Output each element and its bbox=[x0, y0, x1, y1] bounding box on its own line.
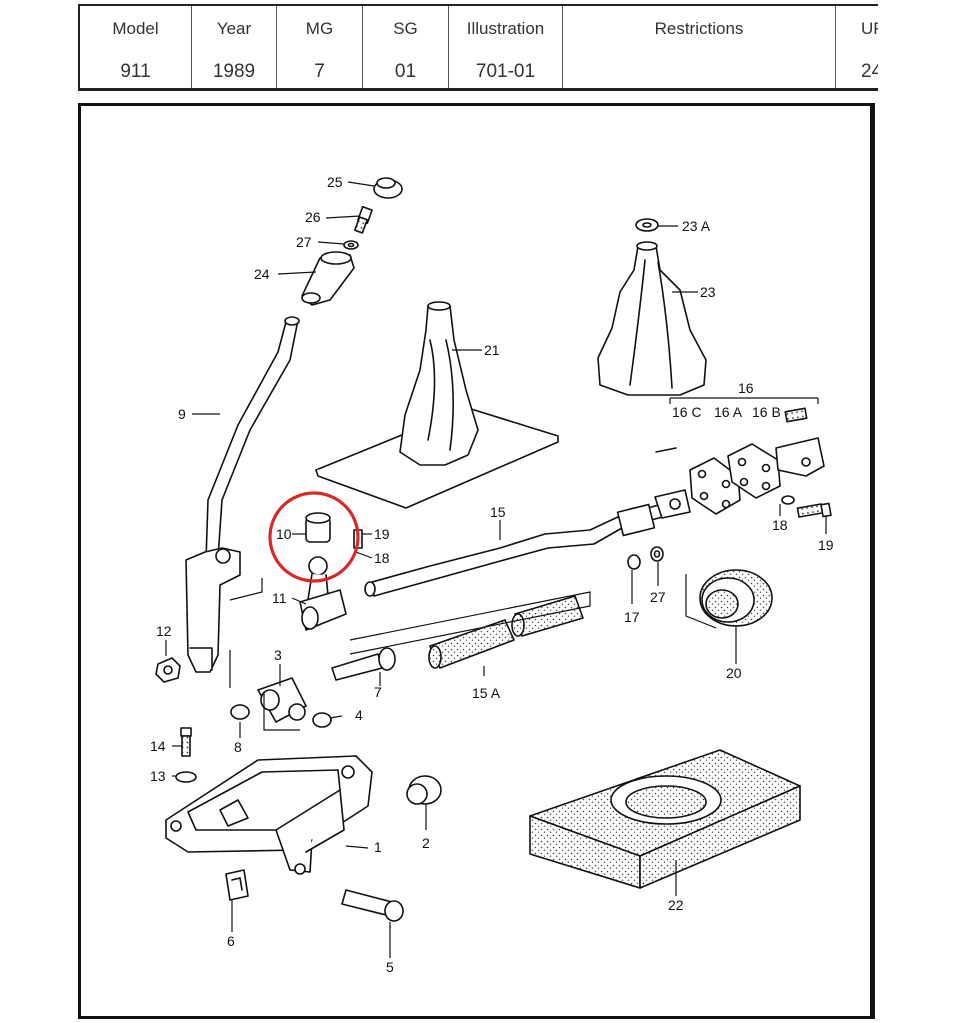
column-mg: MG 7 bbox=[277, 6, 363, 88]
callout-13: 13 bbox=[150, 768, 166, 784]
rod-sleeves bbox=[428, 595, 584, 669]
column-model: Model 911 bbox=[80, 6, 192, 88]
column-header: Year bbox=[216, 19, 252, 38]
pivot-bolt bbox=[331, 647, 396, 681]
shift-boot-with-mat bbox=[315, 301, 559, 509]
callout-15a: 15 A bbox=[472, 685, 501, 701]
callout-26: 26 bbox=[305, 209, 321, 225]
shift-rod bbox=[364, 489, 691, 597]
pin-5 bbox=[341, 889, 404, 922]
rubber-bellows bbox=[699, 569, 773, 627]
column-value: 911 bbox=[120, 61, 151, 82]
column-header: UP bbox=[861, 19, 878, 38]
callout-16a: 16 A bbox=[714, 404, 743, 420]
callout-27: 27 bbox=[296, 234, 312, 250]
callout-labels: 1 2 3 4 5 6 7 8 9 10 11 12 15 15 A 16 16… bbox=[150, 174, 834, 975]
callout-1: 1 bbox=[374, 839, 382, 855]
column-header: MG bbox=[305, 19, 334, 38]
shift-lever-rod bbox=[205, 316, 300, 561]
pivot-bushing bbox=[257, 677, 307, 723]
callout-22: 22 bbox=[668, 897, 684, 913]
knob-screw bbox=[354, 205, 373, 234]
leader-lines bbox=[165, 181, 827, 958]
lever-bracket bbox=[185, 547, 241, 673]
callout-14: 14 bbox=[150, 738, 166, 754]
callout-18-upper: 18 bbox=[374, 550, 390, 566]
column-value: 01 bbox=[394, 61, 417, 82]
coupling-assembly bbox=[655, 407, 825, 515]
knob-cap bbox=[373, 177, 403, 199]
callout-7: 7 bbox=[374, 684, 382, 700]
highlight-circle bbox=[268, 491, 360, 583]
column-value: 1989 bbox=[212, 61, 256, 82]
bolt-19 bbox=[796, 502, 832, 518]
callout-11: 11 bbox=[272, 590, 287, 606]
callout-16c: 16 C bbox=[672, 404, 702, 420]
column-sg: SG 01 bbox=[363, 6, 449, 88]
shift-housing bbox=[165, 755, 373, 875]
callout-17: 17 bbox=[624, 609, 640, 625]
nut-12 bbox=[155, 657, 181, 683]
column-restrictions: Restrictions bbox=[563, 6, 836, 88]
callout-24: 24 bbox=[254, 266, 270, 282]
o-ring-4 bbox=[312, 712, 332, 728]
washer-27 bbox=[650, 546, 664, 562]
lever-ball-joint bbox=[299, 556, 347, 631]
diagram-frame bbox=[78, 103, 875, 1019]
column-header: Model bbox=[112, 19, 159, 38]
washer-18 bbox=[781, 495, 795, 505]
callout-20: 20 bbox=[726, 665, 742, 681]
bushing-10 bbox=[305, 512, 331, 543]
callout-6: 6 bbox=[227, 933, 235, 949]
bolt-14 bbox=[180, 727, 192, 757]
callout-2: 2 bbox=[422, 835, 430, 851]
callout-8: 8 bbox=[234, 739, 242, 755]
callout-4: 4 bbox=[355, 707, 363, 723]
callout-10: 10 bbox=[276, 526, 292, 542]
washer-13 bbox=[175, 771, 197, 783]
callout-21: 21 bbox=[484, 342, 500, 358]
shift-knob bbox=[301, 251, 355, 306]
callout-19-upper: 19 bbox=[374, 526, 390, 542]
column-illustration: Illustration 701-01 bbox=[449, 6, 563, 88]
column-header: Restrictions bbox=[654, 19, 744, 38]
column-value: 24 bbox=[861, 61, 878, 82]
callout-16b: 16 B bbox=[752, 404, 781, 420]
foam-block bbox=[529, 749, 801, 889]
column-year: Year 1989 bbox=[192, 6, 277, 88]
boot-washer bbox=[635, 218, 659, 232]
column-value: 7 bbox=[314, 61, 325, 82]
callout-18: 18 bbox=[772, 517, 788, 533]
o-ring-8 bbox=[230, 704, 250, 720]
shift-boot bbox=[597, 241, 707, 396]
callout-25: 25 bbox=[327, 174, 343, 190]
knob-washer bbox=[343, 240, 359, 250]
callout-23a: 23 A bbox=[682, 218, 711, 234]
column-header: Illustration bbox=[466, 19, 545, 38]
bushing-2 bbox=[406, 775, 442, 805]
column-header: SG bbox=[393, 19, 418, 38]
callout-5: 5 bbox=[386, 959, 394, 975]
callout-12: 12 bbox=[156, 623, 172, 639]
callout-23: 23 bbox=[700, 284, 716, 300]
clip-6 bbox=[225, 869, 249, 901]
callout-27-lower: 27 bbox=[650, 589, 666, 605]
parts-header-table: Model 911 Year 1989 MG 7 SG 01 Illustrat… bbox=[78, 4, 878, 91]
callout-15: 15 bbox=[490, 504, 506, 520]
column-value: 701-01 bbox=[475, 61, 536, 82]
callout-19: 19 bbox=[818, 537, 834, 553]
nut-17 bbox=[627, 554, 641, 570]
callout-16: 16 bbox=[738, 380, 754, 396]
callout-9: 9 bbox=[178, 406, 186, 422]
column-up: UP 24 bbox=[836, 6, 878, 88]
callout-3: 3 bbox=[274, 647, 282, 663]
